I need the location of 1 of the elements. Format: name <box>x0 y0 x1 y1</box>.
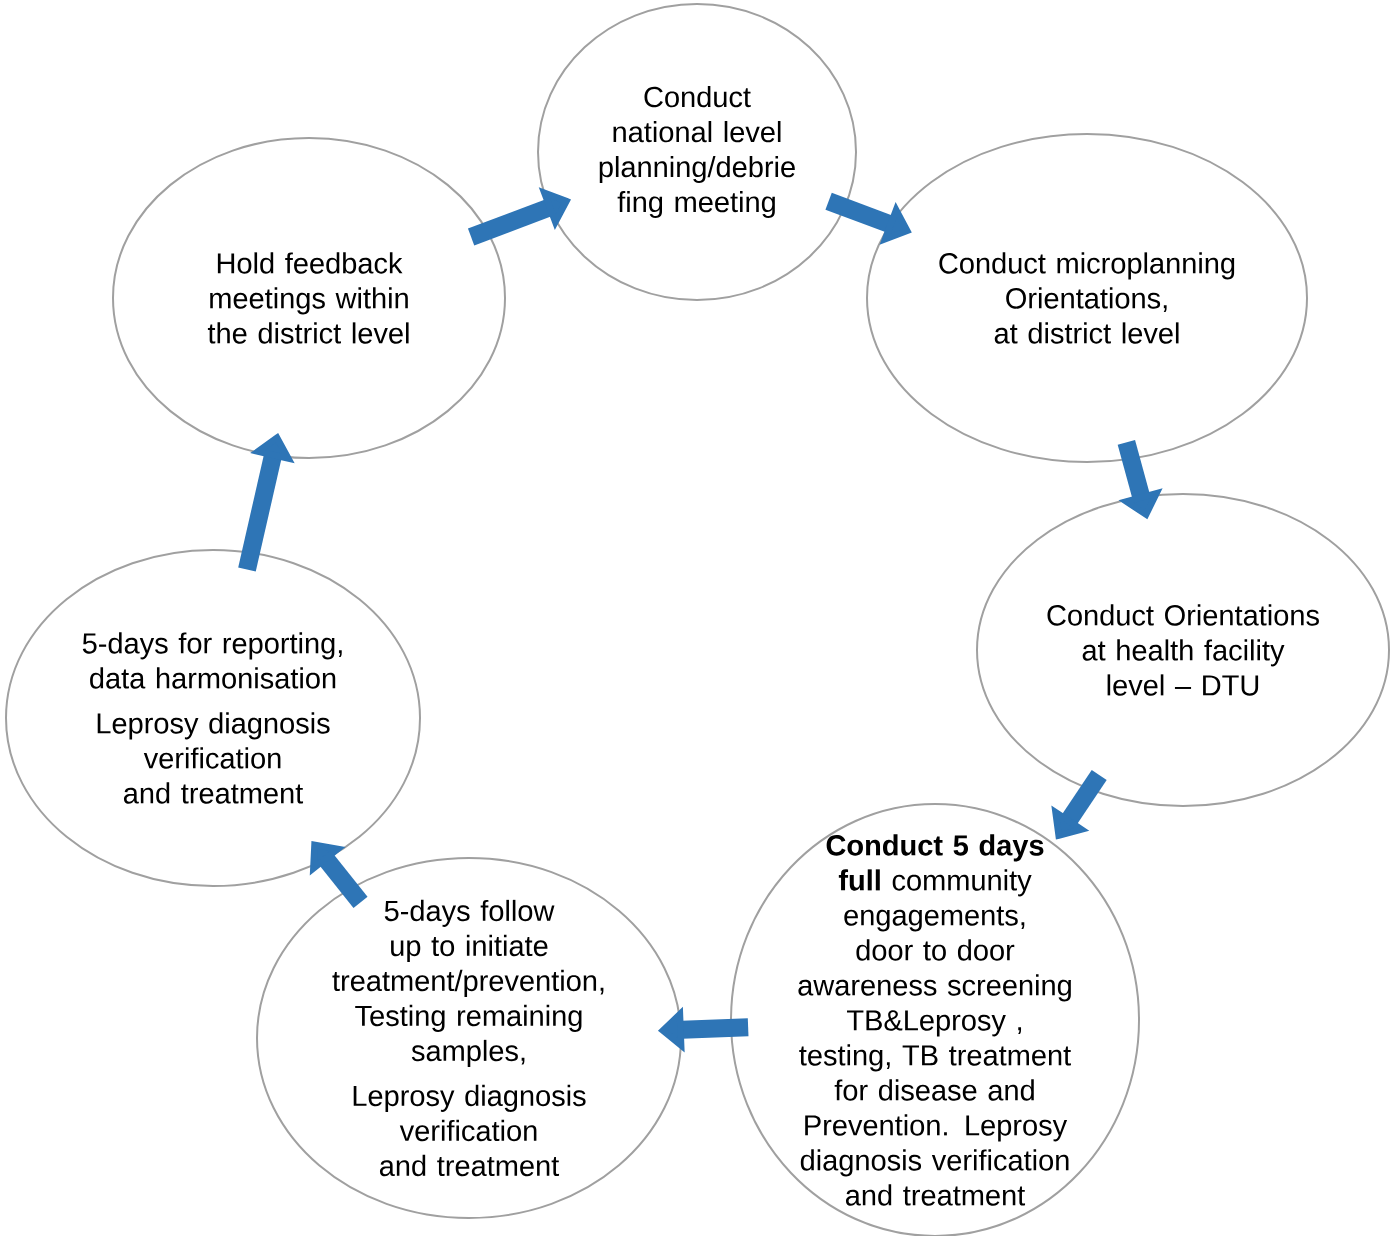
block-arrow <box>309 841 368 908</box>
